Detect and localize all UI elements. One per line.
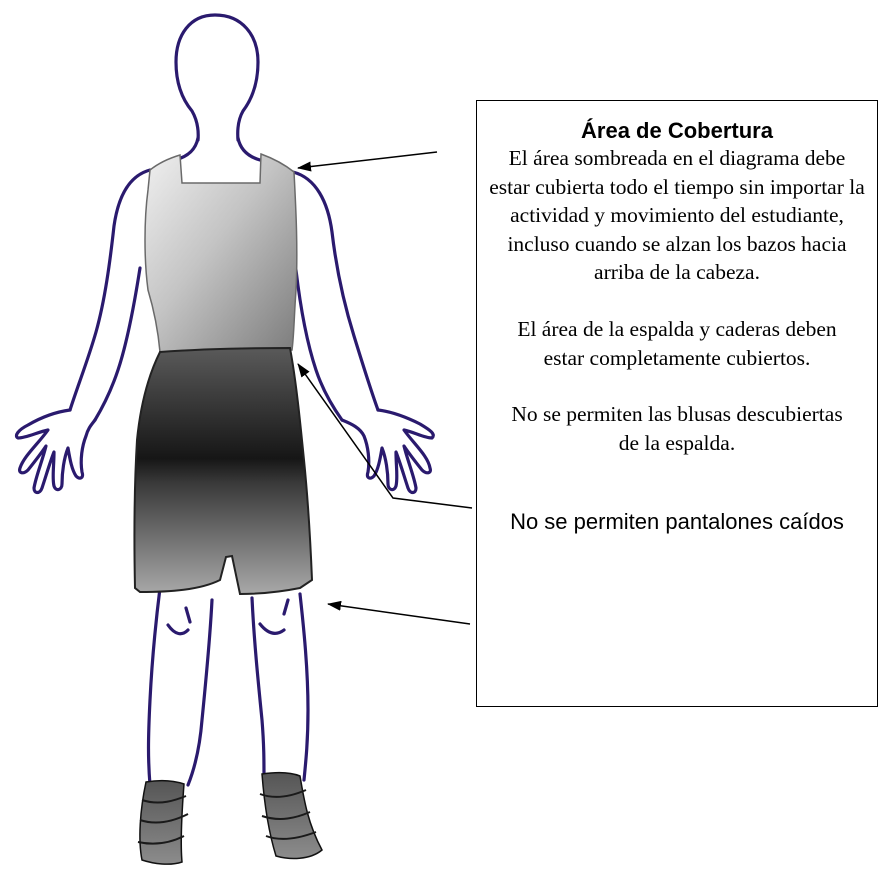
- pants-arrow: [327, 600, 471, 625]
- shirt-shaded-area: [144, 152, 298, 353]
- shirt-arrow: [297, 151, 438, 172]
- sagging-pants-rule-text: No se permiten pantalones caídos: [510, 509, 844, 535]
- shorts-shaded-area: [133, 346, 314, 596]
- body-outline: [14, 13, 435, 787]
- backless-blouse-rule-text: No se permiten las blusas descubiertas d…: [511, 402, 843, 455]
- shorts-arrow: [297, 363, 473, 509]
- shoes: [137, 771, 323, 865]
- info-box-title: Área de Cobertura: [581, 118, 773, 143]
- arrows: [297, 151, 473, 625]
- back-hips-rule-text: El área de la espalda y caderas deben es…: [517, 316, 837, 370]
- coverage-info-box: Área de Cobertura El área sombreada en e…: [476, 100, 878, 707]
- coverage-rule-text: El área sombreada en el diagrama debe es…: [489, 146, 865, 285]
